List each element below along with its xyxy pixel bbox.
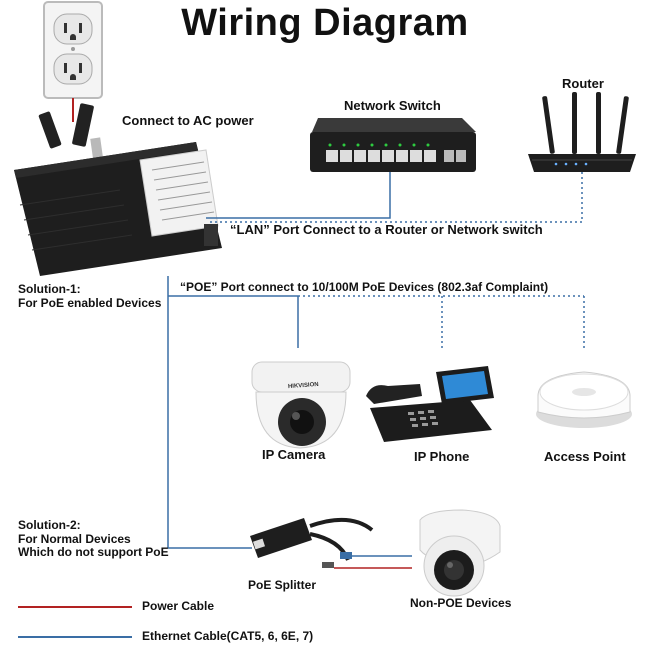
non-poe-devices-label: Non-POE Devices bbox=[410, 596, 512, 610]
ac-power-label: Connect to AC power bbox=[120, 113, 254, 128]
solution-2-desc-1: For Normal Devices bbox=[18, 532, 131, 546]
poe-cable-lines bbox=[167, 276, 585, 549]
lan-port-label: “LAN” Port Connect to a Router or Networ… bbox=[230, 222, 543, 237]
poe-splitter-icon bbox=[250, 517, 374, 568]
diagram-title: Wiring Diagram bbox=[181, 2, 469, 44]
access-point-icon bbox=[536, 371, 632, 428]
legend-power-swatch bbox=[18, 606, 132, 608]
ip-camera-label: IP Camera bbox=[262, 447, 326, 462]
network-switch-icon bbox=[310, 118, 476, 172]
poe-adapter-icon bbox=[14, 103, 222, 276]
router-icon bbox=[528, 92, 636, 172]
legend-ethernet-label: Ethernet Cable(CAT5, 6, 6E, 7) bbox=[142, 629, 314, 643]
lan-cable-lines bbox=[206, 172, 583, 223]
poe-splitter-label: PoE Splitter bbox=[248, 578, 317, 592]
legend-power-label: Power Cable bbox=[142, 599, 215, 613]
poe-port-label: “POE” Port connect to 10/100M PoE Device… bbox=[180, 280, 549, 294]
access-point-label: Access Point bbox=[544, 449, 626, 464]
non-poe-camera-icon bbox=[419, 509, 501, 597]
router-label: Router bbox=[562, 76, 604, 91]
solution-1-desc: For PoE enabled Devices bbox=[18, 296, 162, 310]
solution-2-title: Solution-2: bbox=[18, 518, 81, 532]
network-switch-label: Network Switch bbox=[344, 98, 441, 113]
solution-2-desc-2: Which do not support PoE bbox=[18, 545, 169, 559]
ip-camera-icon bbox=[251, 361, 351, 449]
legend-ethernet-swatch bbox=[18, 636, 132, 638]
ip-phone-label: IP Phone bbox=[414, 449, 470, 464]
solution-1-title: Solution-1: bbox=[18, 282, 81, 296]
wall-outlet-icon bbox=[43, 1, 103, 99]
ip-phone-icon bbox=[366, 366, 494, 442]
